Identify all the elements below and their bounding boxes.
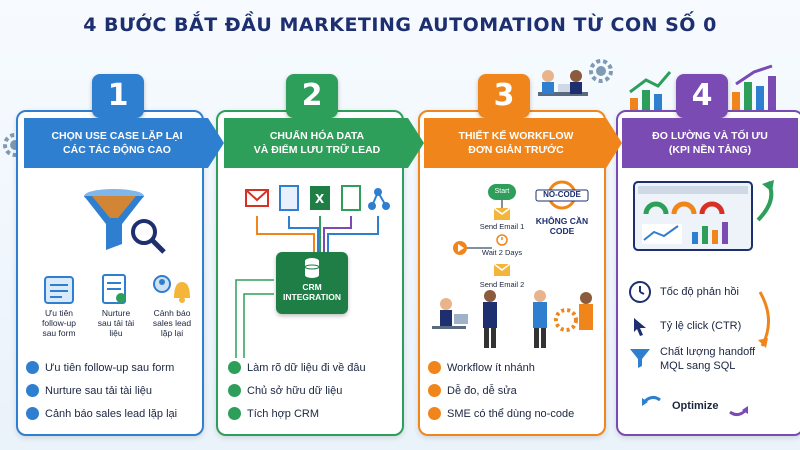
step-3-heading-line2: ĐƠN GIẢN TRƯỚC [468,144,564,156]
list-item: Nurture sau tải tài liệu [26,379,177,402]
step-3-heading-line1: THIẾT KẾ WORKFLOW [458,129,574,142]
step-2-number: 2 [286,74,338,118]
step-2-heading-line1: CHUẨN HÓA DATA [269,129,365,142]
flow-send-email-1: Send Email 1 [479,222,525,231]
step-1-heading-line1: CHỌN USE CASE LẶP LẠI [51,129,183,142]
step-4-number: 4 [676,74,728,118]
step-1-bullet-list: Ưu tiên follow-up sau form Nurture sau t… [26,356,177,425]
step-3-heading: THIẾT KẾ WORKFLOW ĐƠN GIẢN TRƯỚC [424,118,622,168]
flow-start-node: Start [488,184,516,200]
document-icon [102,274,126,304]
growth-chart-icon [629,64,776,118]
list-item: Ưu tiên follow-up sau form [26,356,177,379]
metric-response-time: Tốc độ phản hồi [628,280,739,304]
step-4-heading-line1: ĐO LƯỜNG VÀ TỐI ƯU [652,129,768,142]
flow-connector [453,200,503,255]
step-2-bullet-list: Làm rõ dữ liệu đi về đâu Chủ sở hữu dữ l… [228,356,366,425]
step-4-heading: ĐO LƯỜNG VÀ TỐI ƯU (KPI NỀN TẢNG) [622,118,798,168]
bullet-dot [428,384,441,397]
connector-lines [235,279,274,358]
form-icon [44,276,74,304]
crm-line2: INTEGRATION [283,292,341,303]
flow-send-email-2: Send Email 2 [479,280,525,289]
metric-optimize: Optimize [640,394,758,418]
bullet-dot [26,407,39,420]
loop-arrow-icon [758,291,770,348]
data-sources-icons: X [245,185,390,211]
bullet-dot [26,384,39,397]
step-4-heading-line2: (KPI NỀN TẢNG) [668,144,752,156]
clock-icon [496,234,508,246]
step-1-number: 1 [92,74,144,118]
bullet-dot [228,384,241,397]
email-icon [494,208,510,220]
gear-icon [589,59,613,83]
team-meeting-illustration [538,70,588,96]
step-2-heading-line2: VÀ ĐIỂM LƯU TRỮ LEAD [253,144,381,156]
bullet-dot [228,407,241,420]
nocode-badge: NO-CODE [543,190,581,199]
list-item: Workflow ít nhánh [428,356,574,379]
funnel-icon [630,349,650,368]
list-item: Cảnh báo sales lead lặp lại [26,402,177,425]
svg-text:X: X [315,192,325,206]
bullet-dot [228,361,241,374]
bullet-dot [428,361,441,374]
metric-ctr: Tỷ lệ click (CTR) [628,314,741,338]
cycle-arrow-icon [729,406,749,417]
email-icon [494,264,510,276]
step-3-number: 3 [478,74,530,118]
funnel-icon [84,189,166,254]
step-1-heading-line2: CÁC TÁC ĐỘNG CAO [63,144,171,156]
cursor-click-icon [634,318,646,336]
alert-bell-icon [153,275,190,303]
list-item: Tích hợp CRM [228,402,366,425]
data-flow-lines [256,216,379,252]
team-collaboration-illustration [432,290,593,348]
nocode-icon [535,180,589,210]
page-title: 4 BƯỚC BẮT ĐẦU MARKETING AUTOMATION TỪ C… [83,14,717,36]
step-1-heading: CHỌN USE CASE LẶP LẠI CÁC TÁC ĐỘNG CAO [24,118,224,168]
bullet-dot [26,361,39,374]
cycle-arrow-icon [642,395,661,406]
crm-line1: CRM [302,282,322,292]
clock-icon [629,281,651,303]
step-3-bullet-list: Workflow ít nhánh Dễ đo, dễ sửa SME có t… [428,356,574,425]
flow-wait: Wait 2 Days [481,248,523,257]
list-item: Chủ sở hữu dữ liệu [228,379,366,402]
bullet-dot [428,407,441,420]
dashboard-monitor-icon [633,180,774,251]
step-2-heading: CHUẨN HÓA DATA VÀ ĐIỂM LƯU TRỮ LEAD [224,118,424,168]
database-icon [304,258,320,278]
crm-integration-box: CRM INTEGRATION [276,252,348,314]
list-item: SME có thể dùng no-code [428,402,574,425]
list-item: Dễ đo, dễ sửa [428,379,574,402]
list-item: Làm rõ dữ liệu đi về đâu [228,356,366,379]
